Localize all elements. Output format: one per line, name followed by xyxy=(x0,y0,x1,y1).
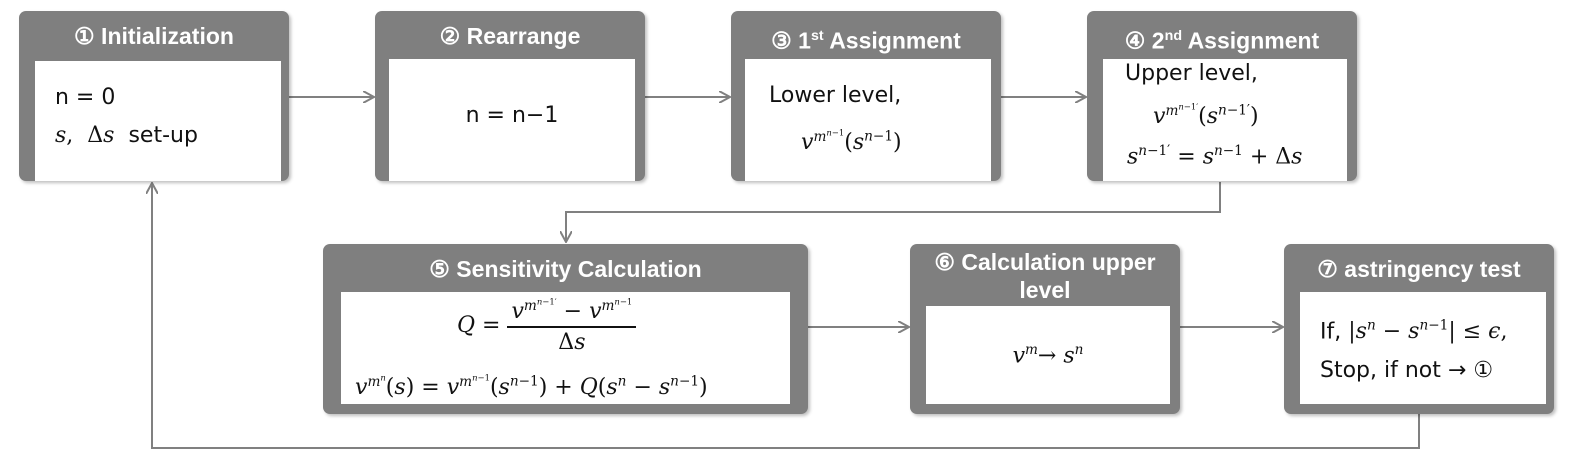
step-7-stop-label: Stop, if not xyxy=(1320,358,1441,383)
step-3-title-rest: Assignment xyxy=(823,27,961,54)
step-4-body: Upper level, vmn−1′(sn−1′) sn−1′ = sn−1 … xyxy=(1103,59,1347,181)
step-7-line-2: Stop, if not → ① xyxy=(1320,358,1494,383)
step-5-formula-v: vmn(s) = vmn−1(sn−1) + Q(sn − sn−1) xyxy=(355,372,708,400)
step-6-calculation-upper-level-box: ⑥ Calculation upper level vm→ sn xyxy=(910,244,1180,414)
arrow-4-to-5 xyxy=(566,182,1221,241)
step-4-line-1: Upper level, xyxy=(1125,61,1258,86)
step-1-line-2: s, Δs set-up xyxy=(55,123,198,148)
step-3-formula: vmn−1(sn−1) xyxy=(801,127,902,155)
step-4-title: ④ 2nd Assignment xyxy=(1087,11,1357,66)
step-7-title: ⑦ astringency test xyxy=(1317,256,1521,282)
step-3-line-1: Lower level, xyxy=(769,83,902,108)
step-4-second-assignment-box: ④ 2nd Assignment Upper level, vmn−1′(sn−… xyxy=(1087,11,1357,181)
step-2-title: ② Rearrange xyxy=(439,23,581,49)
step-1-line-1: n = 0 xyxy=(55,85,116,110)
step-4-title-sup: nd xyxy=(1164,28,1183,44)
step-2-body: n = n−1 xyxy=(389,59,635,181)
step-6-title: ⑥ Calculation upper level xyxy=(934,249,1156,303)
step-3-title-sup: st xyxy=(810,28,824,44)
step-4-formula-2: sn−1′ = sn−1 + Δs xyxy=(1127,143,1303,170)
step-1-body: n = 0 s, Δs set-up xyxy=(35,61,281,181)
step-7-body: If, |sn − sn−1| ≤ ϵ, Stop, if not → ① xyxy=(1300,292,1546,404)
step-3-first-assignment-box: ③ 1st Assignment Lower level, vmn−1(sn−1… xyxy=(731,11,1001,181)
step-1-title: ① Initialization xyxy=(74,23,234,49)
step-4-formula-1: vmn−1′(sn−1′) xyxy=(1153,101,1259,129)
step-7-if-label: If, xyxy=(1320,319,1342,345)
step-3-title: ③ 1st Assignment xyxy=(731,11,1001,66)
step-5-body: Q = vmn−1′ − vmn−1 Δs vmn(s) = vmn−1(sn−… xyxy=(341,292,790,404)
step-6-formula: vm→ sn xyxy=(1012,342,1084,369)
step-7-ref-label: ① xyxy=(1473,358,1494,383)
arrow-7-to-1-feedback xyxy=(152,184,1420,449)
step-5-title: ⑤ Sensitivity Calculation xyxy=(429,256,702,282)
step-3-body: Lower level, vmn−1(sn−1) xyxy=(745,59,991,181)
step-7-line-1: If, |sn − sn−1| ≤ ϵ, xyxy=(1320,318,1508,345)
step-5-sensitivity-box: ⑤ Sensitivity Calculation Q = vmn−1′ − v… xyxy=(323,244,808,414)
step-2-line-1: n = n−1 xyxy=(465,103,559,128)
step-1-setup-label: set-up xyxy=(128,123,198,148)
step-2-rearrange-box: ② Rearrange n = n−1 xyxy=(375,11,645,181)
step-1-initialization-box: ① Initialization n = 0 s, Δs set-up xyxy=(19,11,289,181)
step-5-fraction: vmn−1′ − vmn−1 Δs xyxy=(507,296,637,355)
step-6-body: vm→ sn xyxy=(926,306,1170,404)
step-5-formula-q: Q = vmn−1′ − vmn−1 Δs xyxy=(457,296,637,355)
step-7-astringency-test-box: ⑦ astringency test If, |sn − sn−1| ≤ ϵ, … xyxy=(1284,244,1554,414)
step-4-title-num: ④ 2 xyxy=(1124,27,1165,54)
step-4-title-rest: Assignment xyxy=(1182,27,1320,54)
step-3-title-num: ③ 1 xyxy=(771,27,811,54)
